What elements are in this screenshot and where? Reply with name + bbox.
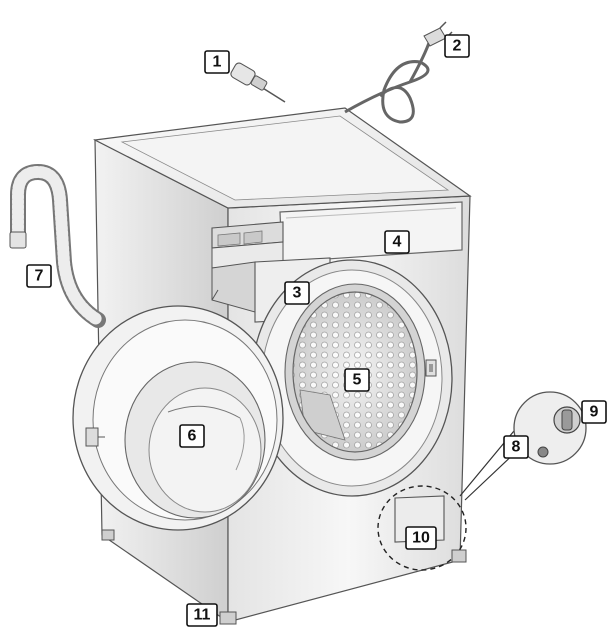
callout-8-label: 8 xyxy=(512,439,521,456)
callout-10: 10 xyxy=(406,527,436,549)
callout-4-label: 4 xyxy=(393,234,402,251)
callout-9: 9 xyxy=(582,401,606,423)
power-cable xyxy=(345,22,452,122)
callout-2-label: 2 xyxy=(453,38,462,55)
door-lock xyxy=(426,360,436,376)
callout-9-label: 9 xyxy=(590,404,599,421)
callout-4: 4 xyxy=(385,231,409,253)
callout-5: 5 xyxy=(345,369,369,391)
callout-2: 2 xyxy=(445,35,469,57)
callout-6-label: 6 xyxy=(188,428,197,445)
callout-5-label: 5 xyxy=(353,372,362,389)
hose-connector xyxy=(229,62,285,102)
callout-11-label: 11 xyxy=(194,607,211,624)
callout-11: 11 xyxy=(187,604,217,626)
drain-hose xyxy=(10,172,98,320)
callout-7: 7 xyxy=(27,265,51,287)
door xyxy=(73,306,283,530)
callout-3-label: 3 xyxy=(293,285,302,302)
callout-6: 6 xyxy=(180,425,204,447)
callout-3: 3 xyxy=(285,282,309,304)
callout-7-label: 7 xyxy=(35,268,44,285)
callout-8: 8 xyxy=(504,436,528,458)
callout-1: 1 xyxy=(205,51,229,73)
callout-10-label: 10 xyxy=(412,530,430,547)
callout-1-label: 1 xyxy=(213,54,222,71)
